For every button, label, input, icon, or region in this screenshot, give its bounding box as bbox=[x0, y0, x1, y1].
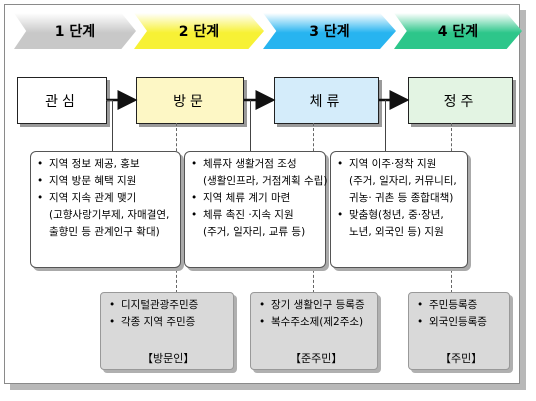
detail-box-stay: •지역 이주·정착 지원 (주거, 일자리, 커뮤니티, 귀농· 귀촌 등 종합… bbox=[330, 151, 468, 268]
detail-item: •체류 촉진 ·지속 지원 bbox=[191, 209, 294, 221]
detail-item: •지역 이주·정착 지원 bbox=[337, 158, 437, 170]
step-4-chevron: 4 단계 bbox=[394, 13, 522, 49]
step-2-chevron: 2 단계 bbox=[134, 13, 264, 49]
detail-item: •맞춤형(청년, 중·장년, bbox=[337, 209, 444, 221]
detail-box-visit: •체류자 생활거점 조성 (생활인프라, 거점계획 수립) •지역 체류 계기 … bbox=[184, 151, 328, 268]
id-item: •복수주소제(제2주소) bbox=[259, 316, 364, 328]
tag-visitor: 【방문인】 bbox=[142, 352, 195, 365]
detail-item: •지역 방문 혜택 지원 bbox=[37, 175, 137, 187]
connector-interest bbox=[112, 100, 113, 152]
stage-visit-label: 방문 bbox=[173, 93, 207, 110]
step-1-chevron: 1 단계 bbox=[14, 13, 136, 49]
step-4-label: 4 단계 bbox=[437, 24, 479, 40]
id-item: •외국인등록증 bbox=[417, 316, 487, 328]
connector-stay bbox=[385, 100, 386, 152]
stage-interest-label: 관심 bbox=[45, 93, 79, 110]
detail-box-interest: •지역 정보 제공, 홍보 •지역 방문 혜택 지원 •지역 지속 관계 맺기 … bbox=[30, 151, 181, 268]
id-box-visitor: •디지털관광주민증 •각종 지역 주민증 bbox=[100, 292, 234, 370]
detail-item: •지역 정보 제공, 홍보 bbox=[37, 158, 140, 170]
stage-settle-label: 정주 bbox=[443, 93, 478, 110]
step-3-label: 3 단계 bbox=[309, 24, 350, 40]
step-2-label: 2 단계 bbox=[178, 24, 220, 40]
tag-resident: 【주민】 bbox=[440, 352, 483, 365]
step-3-chevron: 3 단계 bbox=[263, 13, 396, 49]
detail-subitem: (주거, 일자리, 커뮤니티, bbox=[349, 175, 457, 187]
stage-stay-label: 체류 bbox=[309, 93, 344, 110]
id-item: •장기 생활인구 등록증 bbox=[259, 299, 365, 311]
detail-subitem: (주거, 일자리, 교류 등) bbox=[203, 226, 306, 238]
id-box-resident: •주민등록증 •외국인등록증 bbox=[408, 292, 510, 370]
id-box-semi-resident: •장기 생활인구 등록증 •복수주소제(제2주소) bbox=[250, 292, 378, 370]
step-1-label: 1 단계 bbox=[54, 24, 96, 40]
connector-interest-h bbox=[106, 100, 112, 101]
detail-item: •지역 지속 관계 맺기 bbox=[37, 192, 137, 204]
detail-subitem: 노년, 외국인 등) 지원 bbox=[349, 226, 444, 238]
id-item: •디지털관광주민증 bbox=[109, 299, 199, 311]
id-item: •주민등록증 bbox=[417, 299, 478, 311]
detail-item: •지역 체류 계기 마련 bbox=[191, 192, 291, 204]
stage-visit: 방문 bbox=[136, 77, 244, 124]
detail-subitem: (고향사랑기부제, 자매결연, bbox=[49, 209, 170, 221]
detail-subitem: 출향민 등 관계인구 확대) bbox=[49, 226, 160, 238]
detail-subitem: (생활인프라, 거점계획 수립) bbox=[203, 175, 328, 187]
tag-semi-resident: 【준주민】 bbox=[290, 352, 343, 365]
stage-interest: 관심 bbox=[17, 77, 107, 124]
id-item: •각종 지역 주민증 bbox=[109, 316, 196, 328]
detail-item: •체류자 생활거점 조성 bbox=[191, 158, 297, 170]
connector-visit bbox=[250, 100, 251, 152]
detail-subitem: 귀농· 귀촌 등 종합대책) bbox=[349, 192, 454, 204]
stage-settle: 정주 bbox=[408, 77, 513, 124]
stage-stay: 체류 bbox=[274, 77, 379, 124]
